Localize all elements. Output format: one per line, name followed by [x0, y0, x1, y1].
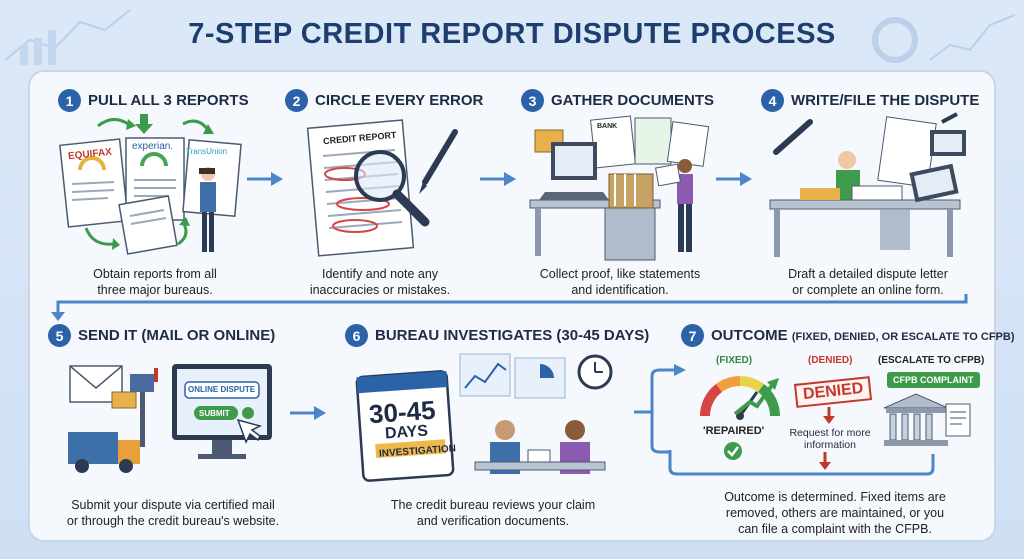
step-7-header: 7 OUTCOME (FIXED, DENIED, OR ESCALATE TO…	[681, 324, 1015, 347]
step-1-header: 1 PULL ALL 3 REPORTS	[58, 89, 249, 112]
bank-statement-label: BANK	[597, 123, 618, 130]
arrow-right-icon	[247, 172, 283, 186]
step-1-description: Obtain reports from all three major bure…	[93, 267, 217, 297]
step-7-description: Outcome is determined. Fixed items are r…	[724, 490, 946, 536]
step-5-description: Submit your dispute via certified mail o…	[66, 498, 280, 528]
calendar-days-unit: DAYS	[384, 422, 429, 443]
investigation-illustration	[355, 353, 613, 482]
step-number: 5	[48, 324, 71, 347]
outcome-escalate-label: (ESCALATE TO CFPB)	[878, 355, 985, 366]
check-icon	[724, 442, 742, 460]
page-title: 7-STEP CREDIT REPORT DISPUTE PROCESS	[188, 18, 836, 50]
step-number: 4	[761, 89, 784, 112]
step-number: 2	[285, 89, 308, 112]
step-4-description: Draft a detailed dispute letter or compl…	[788, 267, 948, 297]
step-4-header: 4 WRITE/FILE THE DISPUTE	[761, 89, 979, 112]
outcome-branch-arrow	[634, 364, 686, 454]
step-label: SEND IT (MAIL OR ONLINE)	[78, 327, 276, 344]
submit-button: SUBMIT	[199, 409, 230, 418]
row-connector-arrow	[51, 294, 968, 321]
step-2-header: 2 CIRCLE EVERY ERROR	[285, 89, 483, 112]
online-dispute-label: ONLINE DISPUTE	[188, 385, 256, 394]
step-number: 3	[521, 89, 544, 112]
step-3-description: Collect proof, like statements and ident…	[539, 267, 701, 297]
step-number: 7	[681, 324, 704, 347]
reports-illustration	[59, 114, 242, 255]
transunion-logo: TransUnion	[186, 147, 228, 156]
step-label: WRITE/FILE THE DISPUTE	[791, 92, 980, 109]
step-6-description: The credit bureau reviews your claim and…	[390, 498, 596, 528]
repaired-label: 'REPAIRED'	[703, 425, 765, 437]
step-number: 1	[58, 89, 81, 112]
background-chart-right	[872, 14, 1016, 63]
step-6-header: 6 BUREAU INVESTIGATES (30-45 DAYS)	[345, 324, 649, 347]
denied-note: Request for more information	[789, 427, 871, 451]
step-label: CIRCLE EVERY ERROR	[315, 92, 484, 109]
gauge-icon	[700, 376, 780, 420]
outcome-merge-arrow	[668, 450, 935, 476]
arrow-down-icon	[823, 407, 835, 424]
step-5-header: 5 SEND IT (MAIL OR ONLINE)	[48, 324, 275, 347]
experian-logo: experian.	[132, 141, 174, 152]
outcome-fixed-label: (FIXED)	[716, 355, 753, 366]
step-number: 6	[345, 324, 368, 347]
step-2-description: Identify and note any inaccuracies or mi…	[309, 267, 451, 297]
step-label: OUTCOME (FIXED, DENIED, OR ESCALATE TO C…	[711, 327, 1015, 344]
step-3-header: 3 GATHER DOCUMENTS	[521, 89, 714, 112]
outcome-denied-label: (DENIED)	[808, 355, 853, 366]
arrow-right-icon	[290, 406, 326, 420]
arrow-right-icon	[480, 172, 516, 186]
cfpb-complaint-badge: CFPB COMPLAINT	[887, 372, 980, 388]
arrow-right-icon	[716, 172, 752, 186]
step-label: PULL ALL 3 REPORTS	[88, 92, 249, 109]
credit-report-magnifier-illustration	[306, 119, 458, 257]
government-building-icon	[883, 393, 971, 446]
step-label: GATHER DOCUMENTS	[551, 92, 715, 109]
desk-documents-illustration	[529, 115, 710, 261]
step-label: BUREAU INVESTIGATES (30-45 DAYS)	[375, 327, 650, 344]
mail-online-illustration	[68, 364, 272, 473]
writing-dispute-illustration	[769, 112, 966, 257]
background-chart-left	[4, 9, 131, 65]
